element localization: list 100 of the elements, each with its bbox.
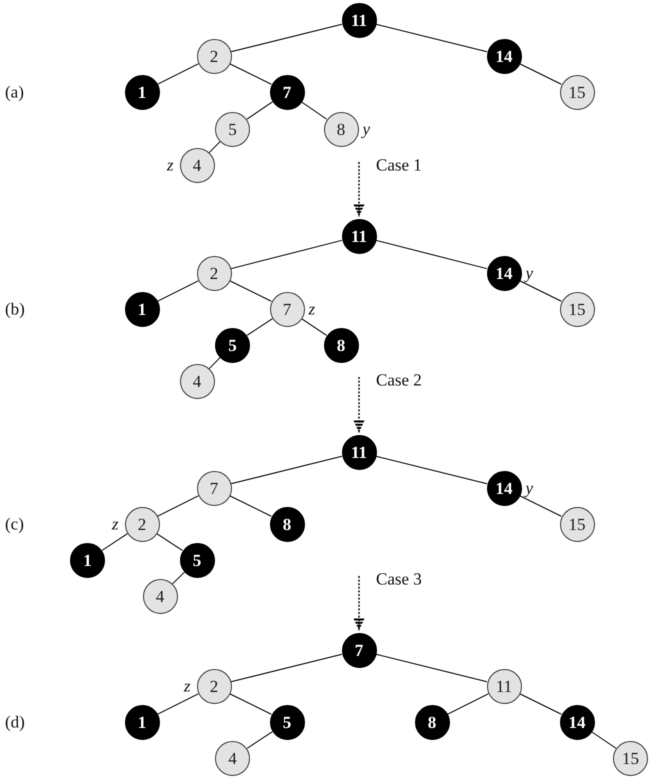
tree-node	[613, 740, 648, 776]
node-key: 1	[138, 300, 146, 318]
node-key: 15	[622, 750, 639, 766]
tree-node	[486, 256, 522, 290]
node-key: 2	[138, 516, 146, 532]
node-key: 11	[350, 12, 368, 28]
tree-edge	[375, 654, 488, 682]
tree-edge	[301, 318, 327, 336]
node-key: 7	[282, 84, 292, 100]
tree-edge	[229, 495, 272, 517]
node-key: 14	[496, 480, 512, 496]
tree-edge	[230, 240, 343, 270]
part-label: (a)	[5, 84, 24, 100]
node-key: 14	[496, 264, 512, 282]
node-key: 14	[496, 48, 512, 64]
tree-node	[414, 704, 450, 740]
tree-node	[486, 38, 522, 74]
tree-node	[215, 328, 250, 362]
node-key: 8	[282, 516, 292, 532]
tree-edge	[246, 101, 274, 120]
tree-node	[270, 74, 304, 110]
tree-node	[180, 148, 214, 182]
pointer-label: y	[526, 480, 534, 496]
node-key: 5	[192, 552, 202, 568]
node-key: 4	[228, 750, 237, 766]
tree-edge	[157, 693, 199, 715]
tree-node	[486, 470, 522, 506]
tree-node	[342, 218, 376, 254]
tree-edge	[157, 280, 199, 302]
tree-node	[70, 542, 105, 578]
tree-edge	[375, 24, 488, 52]
node-key: 14	[568, 714, 586, 730]
node-key: 1	[138, 84, 146, 100]
node-key: 11	[350, 228, 368, 244]
tree-edge	[229, 280, 272, 302]
tree-edge	[156, 533, 183, 551]
tree-edge	[519, 280, 562, 302]
tree-edge	[519, 495, 562, 517]
pointer-label: z	[308, 300, 316, 318]
pointer-label: y	[362, 120, 370, 138]
pointer-label: z	[184, 678, 190, 694]
tree-edge	[229, 63, 272, 85]
tree-node	[124, 74, 160, 110]
node-key: 7	[210, 480, 218, 496]
tree-edge	[246, 318, 273, 336]
tree-node	[560, 704, 594, 740]
node-key: 11	[350, 444, 368, 460]
tree-edge	[375, 240, 488, 270]
tree-node	[560, 506, 594, 542]
pointer-label: z	[166, 156, 174, 174]
tree-node	[560, 292, 594, 326]
edge-label: Case 2	[376, 372, 422, 388]
tree-node	[215, 740, 250, 776]
tree-node	[196, 668, 232, 704]
tree-edge	[300, 101, 328, 120]
edge-label: Case 3	[376, 570, 422, 588]
tree-node	[124, 704, 160, 740]
tree-node	[142, 578, 178, 614]
tree-node	[270, 506, 304, 542]
node-key: 15	[568, 516, 586, 532]
node-key: 15	[568, 84, 586, 100]
node-key: 5	[228, 336, 237, 354]
pointer-label: y	[526, 264, 534, 282]
tree-node	[196, 256, 232, 290]
tree-edge	[157, 63, 199, 85]
part-label: (b)	[5, 300, 25, 318]
tree-edge	[591, 731, 616, 749]
tree-edge	[230, 654, 343, 682]
node-key: 7	[354, 642, 364, 658]
part-label: (c)	[5, 516, 24, 532]
tree-node	[124, 506, 160, 542]
tree-node	[124, 292, 160, 326]
tree-edge	[447, 693, 489, 715]
node-key: 7	[282, 300, 292, 318]
node-key: 1	[138, 714, 146, 730]
tree-node	[342, 2, 376, 38]
tree-edge	[246, 731, 273, 749]
tree-node	[342, 434, 376, 470]
tree-node	[180, 542, 214, 578]
node-key: 4	[156, 588, 164, 604]
pointer-label: z	[112, 516, 118, 532]
edge-label: Case 1	[376, 156, 422, 174]
tree-edge	[157, 495, 199, 517]
tree-edge	[172, 572, 185, 584]
node-key: 2	[210, 264, 218, 282]
node-key: 11	[496, 678, 512, 694]
tree-edge	[208, 356, 221, 370]
node-key: 5	[228, 120, 237, 138]
tree-node	[324, 112, 358, 146]
tree-edge	[519, 693, 562, 715]
tree-node	[196, 470, 232, 506]
tree-node	[270, 292, 304, 326]
node-key: 2	[210, 678, 218, 694]
tree-edge	[229, 693, 272, 715]
node-key: 4	[192, 372, 202, 390]
tree-node	[560, 74, 594, 110]
tree-node	[180, 364, 214, 398]
node-key: 8	[336, 120, 346, 138]
tree-node	[215, 112, 250, 146]
tree-edge	[102, 533, 128, 551]
